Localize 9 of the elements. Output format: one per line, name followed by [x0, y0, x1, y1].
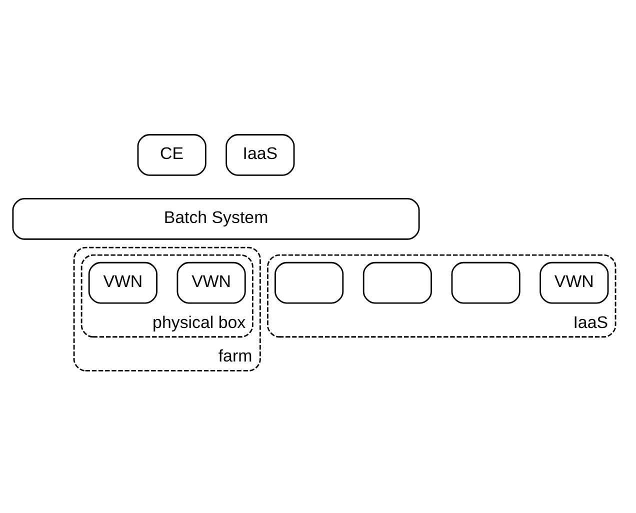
node-box: VWN — [88, 262, 158, 304]
node-box — [451, 262, 520, 304]
node-box — [274, 262, 344, 304]
node-box: CE — [137, 134, 206, 176]
node-box — [362, 262, 432, 304]
node-box: VWN — [176, 262, 246, 304]
node-box: Batch System — [12, 198, 420, 240]
node-box: VWN — [540, 262, 609, 304]
node-box: IaaS — [226, 134, 295, 176]
